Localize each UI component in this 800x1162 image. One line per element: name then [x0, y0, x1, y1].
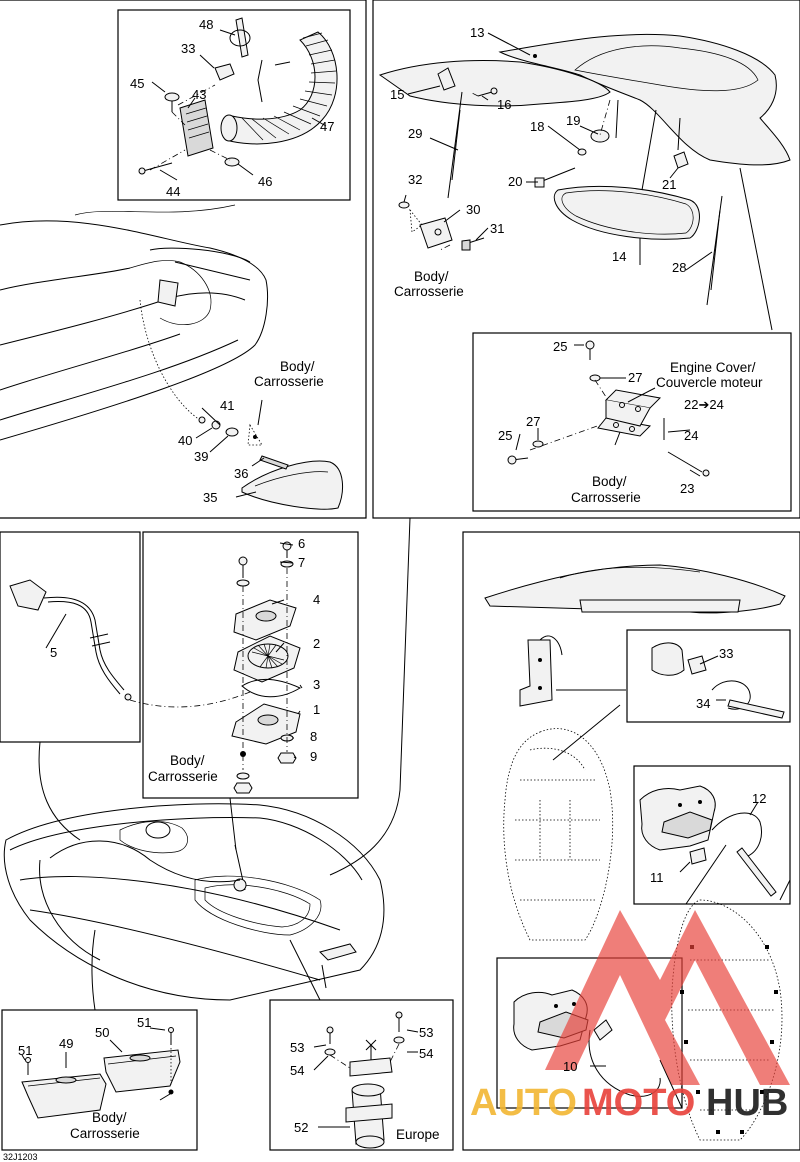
hull-tie-layout	[484, 564, 791, 1141]
engine-cover-assembly	[378, 32, 791, 331]
watermark-text-auto: AUTO	[470, 1082, 577, 1124]
callout-6: 6	[298, 536, 305, 551]
callout-33-top: 33	[181, 41, 195, 56]
callout-28: 28	[672, 260, 686, 275]
callout-46: 46	[258, 174, 272, 189]
hull-rear-view	[0, 204, 268, 441]
callout-35: 35	[203, 490, 217, 505]
callout-48: 48	[199, 17, 213, 32]
watermark-text-moto: MOTO	[582, 1082, 695, 1124]
callout-2: 2	[313, 636, 320, 651]
callout-31: 31	[490, 221, 504, 236]
label-body-5: Body/	[92, 1110, 127, 1125]
bracket-and-tie-11-12	[639, 785, 777, 897]
label-carrosserie-4: Carrosserie	[148, 769, 218, 784]
label-carrosserie-5: Carrosserie	[70, 1126, 140, 1141]
callout-13: 13	[470, 25, 484, 40]
label-couvercle-moteur: Couvercle moteur	[656, 375, 763, 390]
callout-9: 9	[310, 749, 317, 764]
callout-22-24: 22➔24	[684, 397, 724, 412]
callout-15: 15	[390, 87, 404, 102]
callout-5: 5	[50, 645, 57, 660]
callout-7: 7	[298, 555, 305, 570]
label-carrosserie-1: Carrosserie	[254, 374, 324, 389]
callout-44: 44	[166, 184, 180, 199]
label-body-3: Body/	[592, 474, 627, 489]
label-engine-cover: Engine Cover/	[670, 360, 756, 375]
callout-23: 23	[680, 481, 694, 496]
grab-handle-assembly	[195, 399, 343, 510]
figure-code: 32J1203	[3, 1152, 38, 1162]
label-body-4: Body/	[170, 753, 205, 768]
watermark-text-hub: HUB	[706, 1082, 788, 1124]
callout-24: 24	[684, 428, 698, 443]
callout-34: 34	[696, 696, 710, 711]
callout-25-bottom: 25	[498, 428, 512, 443]
callout-16: 16	[497, 97, 511, 112]
throttle-cable	[9, 579, 251, 708]
part-number-callouts: 48 33 45 43 47 46 44 41 40 39 36 35 13 1…	[18, 17, 766, 1135]
callout-43: 43	[192, 87, 206, 102]
riser-assembly	[231, 541, 303, 794]
vent-hose-assembly	[138, 17, 338, 181]
callout-19: 19	[566, 113, 580, 128]
callout-53-left: 53	[290, 1040, 304, 1055]
callout-47: 47	[320, 119, 334, 134]
callout-53-right: 53	[419, 1025, 433, 1040]
main-boat	[3, 517, 411, 1011]
body-labels: Body/ Carrosserie Body/ Carrosserie Engi…	[3, 269, 763, 1162]
callout-50: 50	[95, 1025, 109, 1040]
callout-30: 30	[466, 202, 480, 217]
watermark-logo: AUTO MOTO HUB	[470, 910, 790, 1124]
callout-54-left: 54	[290, 1063, 304, 1078]
label-body-2: Body/	[414, 269, 449, 284]
callout-33-inset: 33	[719, 646, 733, 661]
callout-14: 14	[612, 249, 626, 264]
callout-39: 39	[194, 449, 208, 464]
callout-41: 41	[220, 398, 234, 413]
callout-45: 45	[130, 76, 144, 91]
callout-3: 3	[313, 677, 320, 692]
callout-10: 10	[563, 1059, 577, 1074]
hinge-detail	[507, 340, 710, 477]
callout-36: 36	[234, 466, 248, 481]
callout-11: 11	[650, 870, 664, 885]
callout-27-top: 27	[628, 370, 642, 385]
label-europe: Europe	[396, 1127, 440, 1142]
callout-8: 8	[310, 729, 317, 744]
callout-52: 52	[294, 1120, 308, 1135]
callout-51-right: 51	[137, 1015, 151, 1030]
callout-25-top: 25	[553, 339, 567, 354]
callout-49: 49	[59, 1036, 73, 1051]
label-body-1: Body/	[280, 359, 315, 374]
callout-27-bottom: 27	[526, 414, 540, 429]
storage-bins	[21, 1027, 181, 1119]
clip-and-tie-33-34	[651, 642, 785, 719]
label-carrosserie-2: Carrosserie	[394, 284, 464, 299]
callout-4: 4	[313, 592, 320, 607]
callout-51-left: 51	[18, 1043, 32, 1058]
callout-54-right: 54	[419, 1046, 433, 1061]
label-carrosserie-3: Carrosserie	[571, 490, 641, 505]
callout-18: 18	[530, 119, 544, 134]
extinguisher-holder	[313, 1011, 419, 1149]
callout-40: 40	[178, 433, 192, 448]
callout-20: 20	[508, 174, 522, 189]
callout-29: 29	[408, 126, 422, 141]
callout-21: 21	[662, 177, 676, 192]
watermark-triangle-mark	[545, 910, 790, 1085]
callout-12: 12	[752, 791, 766, 806]
callout-1: 1	[313, 702, 320, 717]
callout-32: 32	[408, 172, 422, 187]
